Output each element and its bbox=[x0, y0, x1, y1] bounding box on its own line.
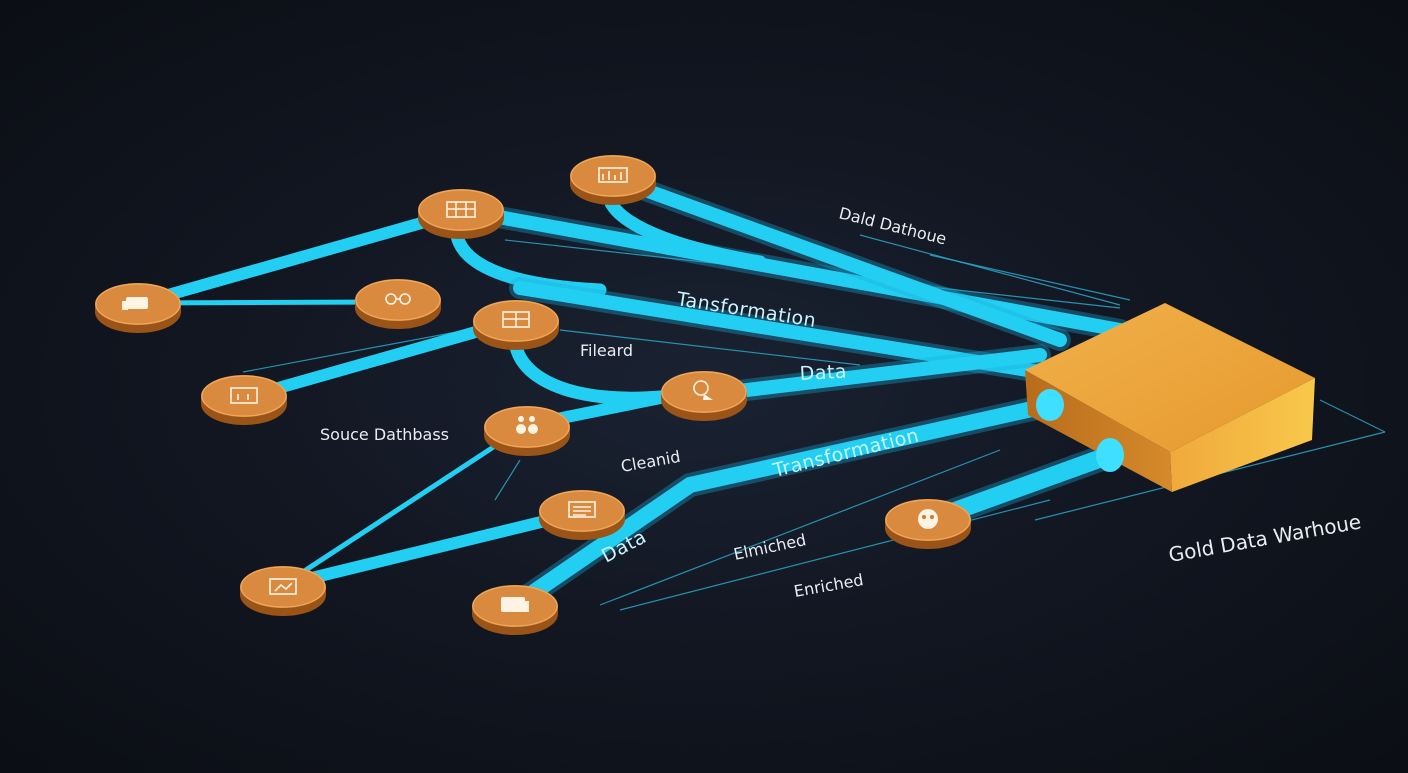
bars-icon bbox=[598, 167, 628, 183]
node-low-left bbox=[240, 566, 326, 616]
node-left bbox=[95, 283, 181, 333]
server-icon bbox=[501, 597, 529, 612]
node-bottom-rim bbox=[472, 585, 558, 627]
node-source-face bbox=[201, 375, 287, 417]
face-icon bbox=[918, 509, 938, 529]
node-people-face bbox=[484, 406, 570, 448]
node-people-rim bbox=[484, 406, 570, 448]
chart-icon bbox=[269, 578, 297, 595]
node-source-rim bbox=[201, 375, 287, 417]
node-mid-rim bbox=[473, 300, 559, 342]
node-low-mid-rim bbox=[539, 490, 625, 532]
node-top-rim bbox=[570, 155, 656, 197]
node-right bbox=[885, 499, 971, 549]
source-databases-label: Souce Dathbass bbox=[320, 425, 449, 444]
enriched-label-1: Elmiched bbox=[732, 530, 808, 564]
node-people bbox=[484, 406, 570, 456]
enriched-label-2: Enriched bbox=[792, 570, 864, 601]
pipes bbox=[134, 167, 1131, 617]
node-link-face bbox=[355, 279, 441, 321]
node-search-face bbox=[661, 371, 747, 413]
gold-warehouse-cube bbox=[1025, 303, 1315, 492]
node-upper-rim bbox=[418, 189, 504, 231]
link-icon bbox=[385, 293, 411, 305]
node-low-mid bbox=[539, 490, 625, 540]
node-low-left-rim bbox=[240, 566, 326, 608]
node-left-rim bbox=[95, 283, 181, 325]
table-icon bbox=[502, 311, 530, 328]
gold-warehouse-label: Gold Data Warhoue bbox=[1167, 509, 1363, 566]
node-top-face bbox=[570, 155, 656, 197]
list-icon bbox=[568, 501, 596, 518]
cleaned-label: Cleanid bbox=[619, 447, 681, 476]
node-search bbox=[661, 371, 747, 421]
data-mid-label: Data bbox=[799, 361, 847, 385]
database-icon bbox=[122, 297, 148, 310]
node-link-rim bbox=[355, 279, 441, 321]
document-icon bbox=[230, 387, 258, 404]
node-upper bbox=[418, 189, 504, 239]
node-link bbox=[355, 279, 441, 329]
search-icon bbox=[693, 380, 713, 400]
people-icon bbox=[516, 416, 538, 434]
node-mid bbox=[473, 300, 559, 350]
filtered-label: Fileard bbox=[580, 341, 633, 360]
node-upper-face bbox=[418, 189, 504, 231]
node-source bbox=[201, 375, 287, 425]
gold-database-top-label: Dald Dathoue bbox=[837, 203, 948, 248]
node-search-rim bbox=[661, 371, 747, 413]
node-top bbox=[570, 155, 656, 205]
pipeline-nodes bbox=[95, 155, 971, 635]
node-bottom bbox=[472, 585, 558, 635]
node-right-rim bbox=[885, 499, 971, 541]
grid-icon bbox=[446, 201, 476, 218]
